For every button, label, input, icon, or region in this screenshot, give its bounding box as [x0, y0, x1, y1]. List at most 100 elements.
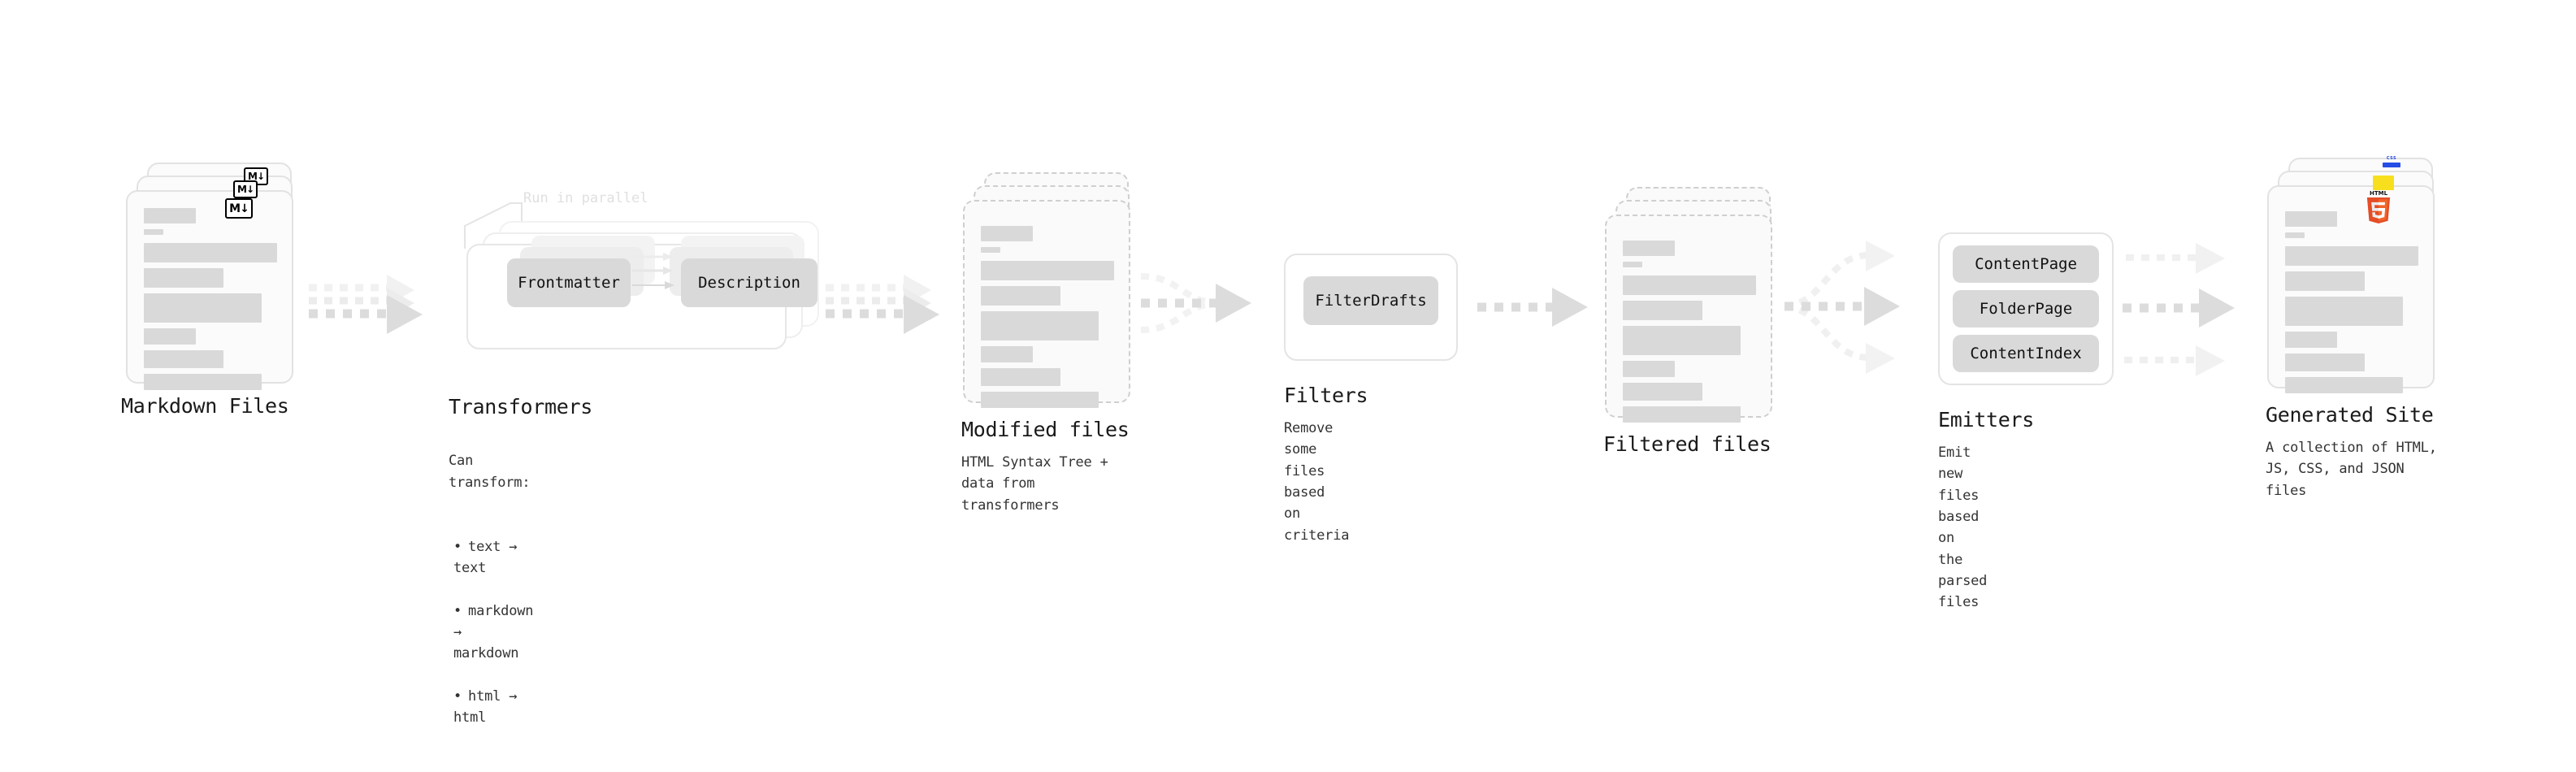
chip-label: FolderPage [1979, 300, 2073, 318]
content-bar [1623, 275, 1756, 295]
diagram-canvas: M↓ M↓ M↓ Markdown Files [0, 0, 2576, 681]
emitter-chip-folderpage[interactable]: FolderPage [1953, 290, 2099, 327]
content-bar [2285, 211, 2337, 227]
stage-title-markdown-files: Markdown Files [121, 394, 289, 418]
content-bar [981, 247, 1000, 253]
content-bar [981, 226, 1033, 241]
content-bar [2285, 353, 2365, 371]
content-bar [981, 286, 1060, 306]
file-content-lines [1623, 241, 1756, 428]
stage-desc-transformers: Can transform: text → text markdown → ma… [449, 429, 534, 772]
content-bar [1623, 361, 1675, 377]
stage-desc-emitters: Emit new files based on the parsed files [1938, 445, 1988, 611]
file-content-lines [2285, 211, 2418, 399]
css3-icon-label: CSS [2386, 156, 2397, 161]
content-bar [144, 229, 163, 235]
stage-title-filters: Filters [1284, 384, 1368, 407]
content-bar [144, 328, 196, 345]
transformer-chip-frontmatter[interactable]: Frontmatter [507, 258, 631, 307]
filtered-file-stack [1605, 187, 1776, 423]
chip-label: ContentPage [1975, 255, 2077, 273]
dashed-arrow-triple-icon [309, 275, 423, 334]
content-bar [2285, 271, 2365, 291]
content-bar [2285, 332, 2337, 348]
content-bar [2285, 246, 2418, 266]
content-bar [2285, 232, 2305, 238]
content-bar [144, 350, 223, 368]
chip-label: FilterDrafts [1315, 292, 1427, 310]
content-bar [981, 346, 1033, 362]
content-bar [981, 392, 1099, 408]
file-content-lines [144, 208, 277, 396]
content-bar [144, 208, 196, 223]
stage-modified-files: Modified files HTML Syntax Tree + data f… [961, 172, 1134, 514]
dashed-arrow-fan-in-icon [1140, 273, 1251, 333]
content-bar [1623, 301, 1702, 320]
file-content-lines [981, 226, 1114, 414]
markdown-icon-mid: M↓ [233, 180, 258, 198]
modified-file-stack [963, 172, 1134, 408]
stage-desc-filters: Remove some files based on criteria [1284, 420, 1350, 544]
dashed-arrow-parallel-icon [2123, 243, 2235, 376]
html5-icon: HTML [2365, 190, 2392, 223]
filter-chip-filterdrafts[interactable]: FilterDrafts [1303, 276, 1438, 325]
content-bar [1623, 262, 1642, 267]
markdown-file-stack: M↓ M↓ M↓ [126, 163, 297, 390]
content-bar [1623, 326, 1741, 355]
html5-icon-label: HTML [2369, 190, 2388, 197]
content-bar [144, 374, 262, 390]
inner-arrow-icon [632, 253, 674, 289]
css3-icon-wrap: CSS [2383, 156, 2400, 167]
can-transform-label: Can transform: [449, 453, 531, 491]
content-bar [144, 243, 277, 262]
list-item: text → text [453, 536, 533, 579]
markdown-icon-front-wrap: M↓ [225, 198, 253, 219]
content-bar [1623, 406, 1741, 423]
stage-desc-modified-files: HTML Syntax Tree + data from transformer… [961, 454, 1108, 514]
content-bar [144, 268, 223, 288]
list-item: html → html [453, 686, 533, 729]
content-bar [1623, 383, 1702, 401]
content-bar [2285, 377, 2403, 393]
javascript-icon-wrap [2373, 176, 2394, 190]
stage-title-emitters: Emitters [1938, 408, 2035, 432]
stage-title-generated-site: Generated Site [2266, 403, 2434, 427]
connector-modified-to-filters [1140, 258, 1287, 348]
run-in-parallel-label: Run in parallel [523, 190, 648, 206]
list-item: markdown → markdown [453, 601, 534, 665]
markdown-icon: M↓ [233, 180, 258, 198]
stage-desc-generated-site: A collection of HTML, JS, CSS, and JSON … [2266, 440, 2437, 499]
chip-label: ContentIndex [1970, 345, 2082, 362]
connector-emitters-to-site [2123, 236, 2269, 382]
chip-label: Description [698, 274, 800, 292]
connector-filters-to-filtered [1477, 283, 1607, 333]
transformer-chip-description[interactable]: Description [681, 258, 817, 307]
stage-title-transformers: Transformers [449, 395, 593, 419]
dashed-arrow-fan-out-icon [1784, 241, 1900, 374]
site-file-stack: CSS HTML [2267, 156, 2442, 393]
stage-title-filtered-files: Filtered files [1603, 432, 1772, 456]
content-bar [981, 368, 1060, 386]
stage-title-modified-files: Modified files [961, 418, 1130, 441]
stage-generated-site: CSS HTML [2266, 156, 2442, 499]
markdown-icon: M↓ [225, 198, 253, 219]
javascript-icon [2373, 176, 2394, 190]
content-bar [2285, 297, 2403, 326]
emitter-chip-contentindex[interactable]: ContentIndex [1953, 335, 2099, 372]
content-bar [1623, 241, 1675, 256]
connector-filtered-to-emitters [1784, 234, 1931, 380]
connector-transformers-to-modified [826, 268, 964, 341]
connector-markdown-to-transformers [309, 268, 447, 341]
dashed-arrow-triple-icon [826, 275, 939, 334]
transform-list: text → text markdown → markdown html → h… [449, 514, 534, 750]
content-bar [981, 261, 1114, 280]
content-bar [144, 293, 262, 323]
stage-filtered-files: Filtered files [1603, 187, 1776, 456]
emitter-chip-contentpage[interactable]: ContentPage [1953, 245, 2099, 283]
dashed-arrow-single-icon [1477, 288, 1588, 327]
html5-icon-wrap: HTML [2365, 190, 2392, 223]
content-bar [981, 311, 1099, 340]
chip-label: Frontmatter [518, 274, 620, 292]
stage-markdown-files: M↓ M↓ M↓ Markdown Files [121, 163, 297, 418]
parallel-bracket-icon [464, 202, 523, 249]
